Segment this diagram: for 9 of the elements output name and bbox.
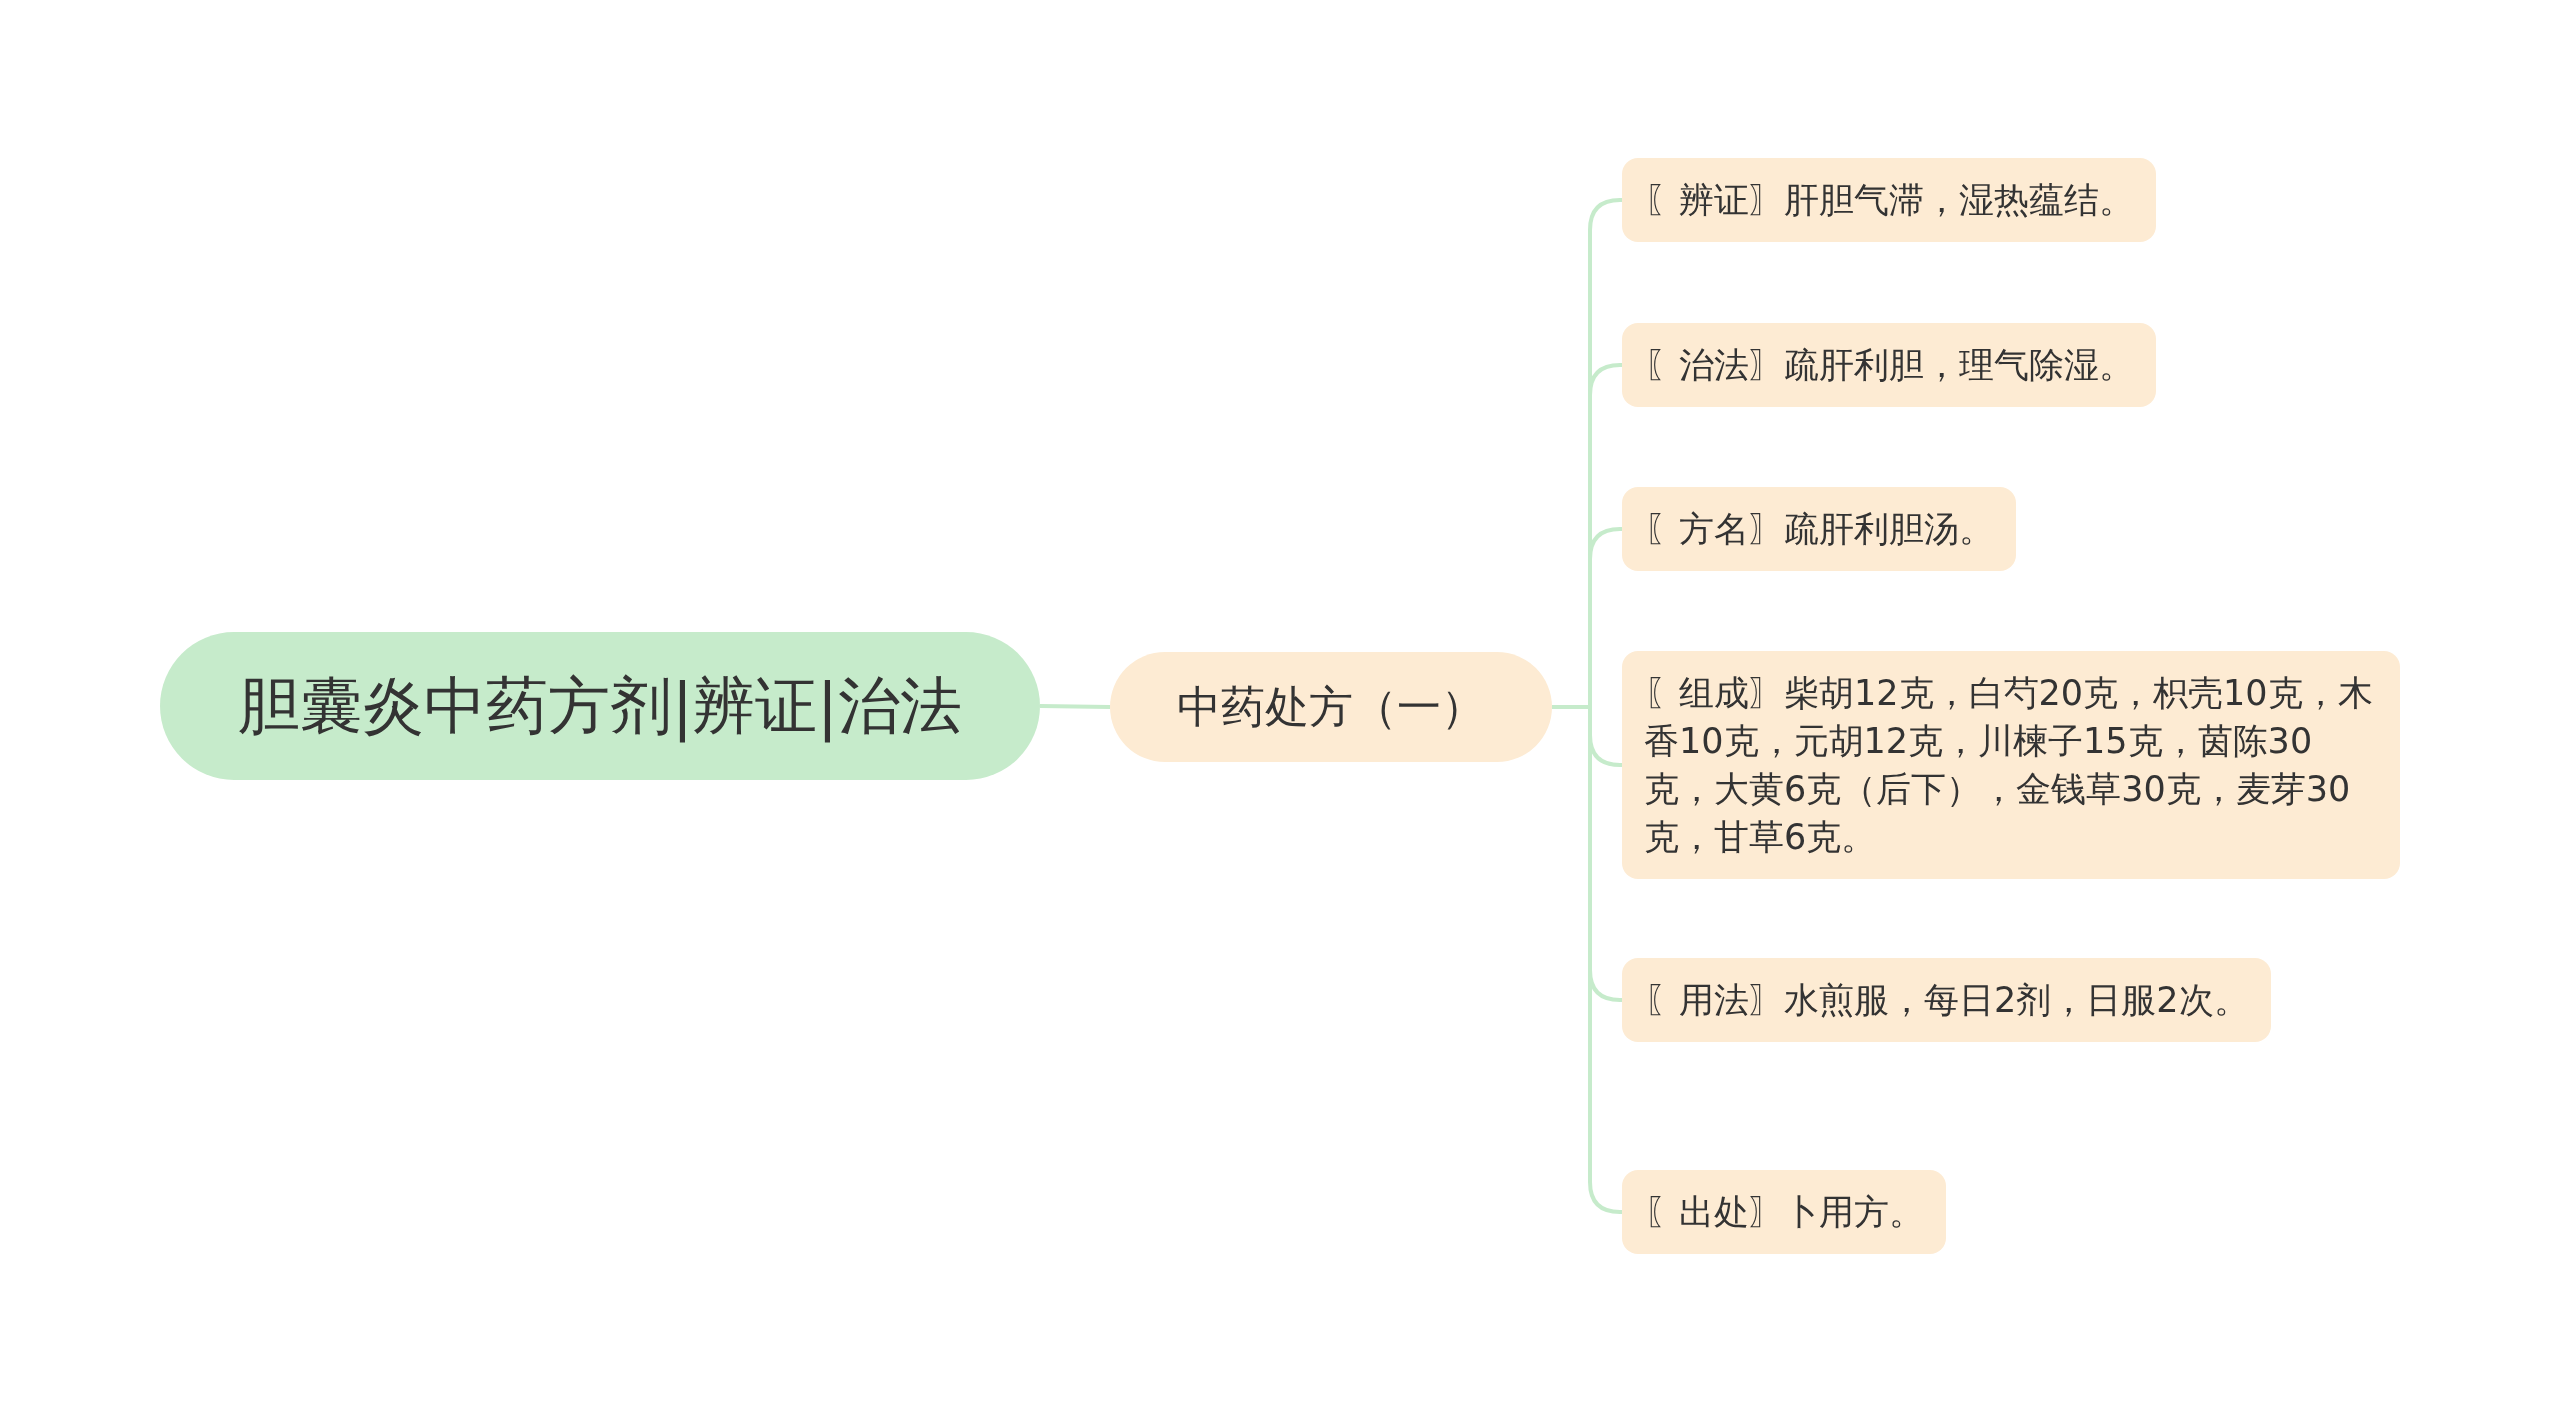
subtopic-box: 〖辨证〗肝胆气滞，湿热蕴结。 — [1622, 158, 2156, 242]
subtopic-box: 〖方名〗疏肝利胆汤。 — [1622, 487, 2016, 571]
topic-box: 中药处方（一） — [1110, 652, 1552, 762]
subtopic-box: 〖用法〗水煎服，每日2剂，日服2次。 — [1622, 958, 2271, 1042]
subtopic-box: 〖出处〗卜用方。 — [1622, 1170, 1946, 1254]
subtopic-box: 〖治法〗疏肝利胆，理气除湿。 — [1622, 323, 2156, 407]
root-topic: 胆囊炎中药方剂|辨证|治法 — [160, 632, 1040, 780]
subtopic-box: 〖组成〗柴胡12克，白芍20克，枳壳10克，木香10克，元胡12克，川楝子15克，茵陈30克，大黄6克（后下），金钱草30克，麦芽30克，甘草6克。 — [1622, 651, 2400, 879]
connector-line — [1039, 704, 1111, 709]
